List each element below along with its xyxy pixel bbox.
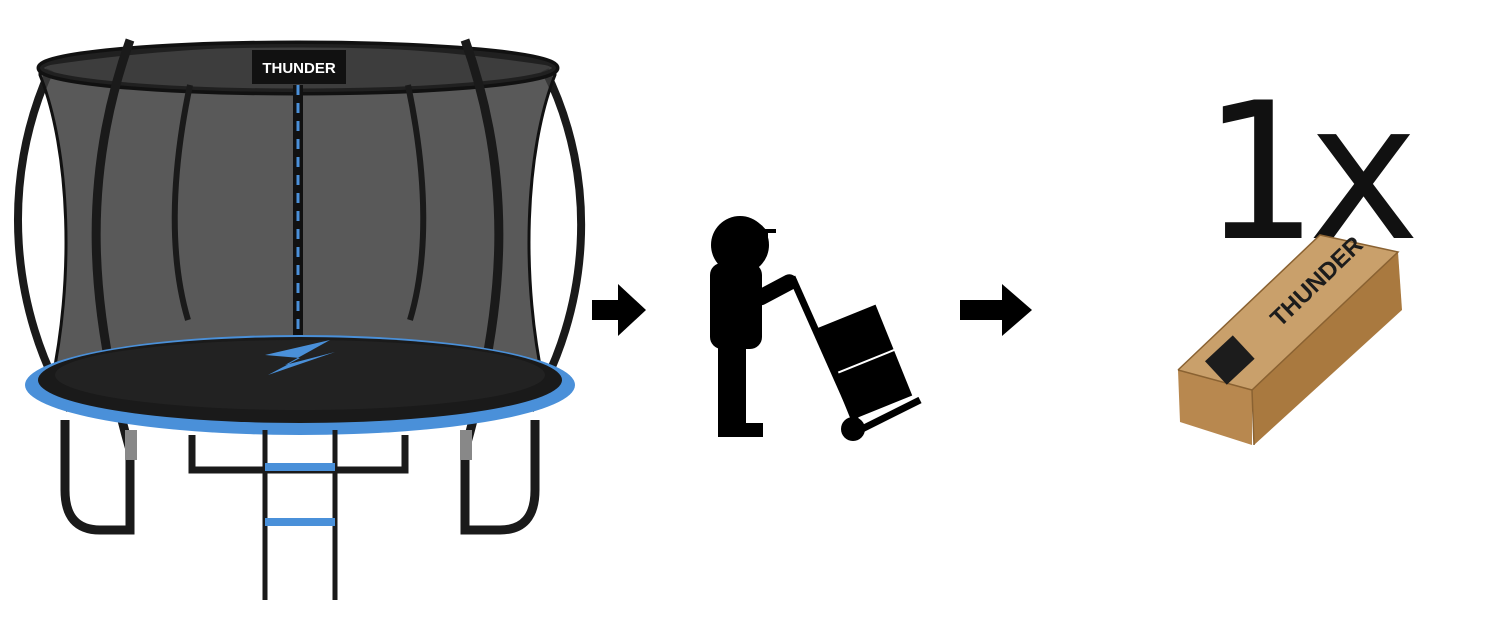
delivery-courier-with-hand-truck-icon	[710, 216, 922, 441]
trampoline-brand-logo: THUNDER	[262, 60, 335, 77]
cardboard-shipping-box-image: THUNDER	[1177, 231, 1402, 446]
arrow-right-icon	[960, 284, 1032, 336]
package-quantity-label: 1x	[1200, 62, 1421, 283]
arrow-right-icon	[592, 284, 646, 336]
trampoline-product-image: THUNDER	[14, 38, 586, 600]
